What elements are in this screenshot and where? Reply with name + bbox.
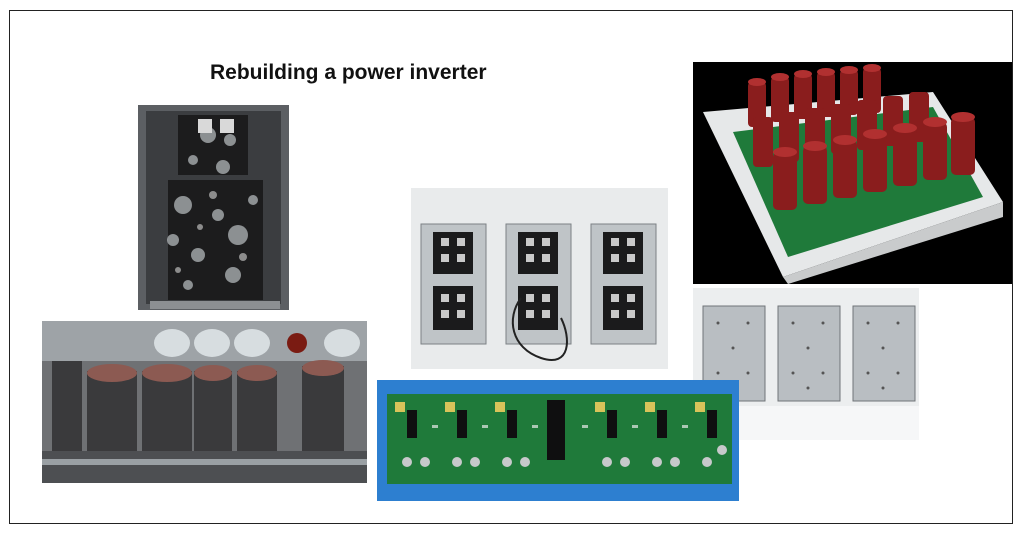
slide-title: Rebuilding a power inverter (210, 61, 487, 84)
burnt-capacitor-bank-photo (42, 321, 367, 483)
burnt-igbt-module-photo (138, 105, 289, 310)
new-capacitor-bank-photo (693, 62, 1012, 284)
slide-frame: Rebuilding a power inverter (9, 10, 1013, 524)
new-igbt-modules-photo (411, 188, 668, 369)
driver-circuit-board-photo (377, 380, 739, 501)
